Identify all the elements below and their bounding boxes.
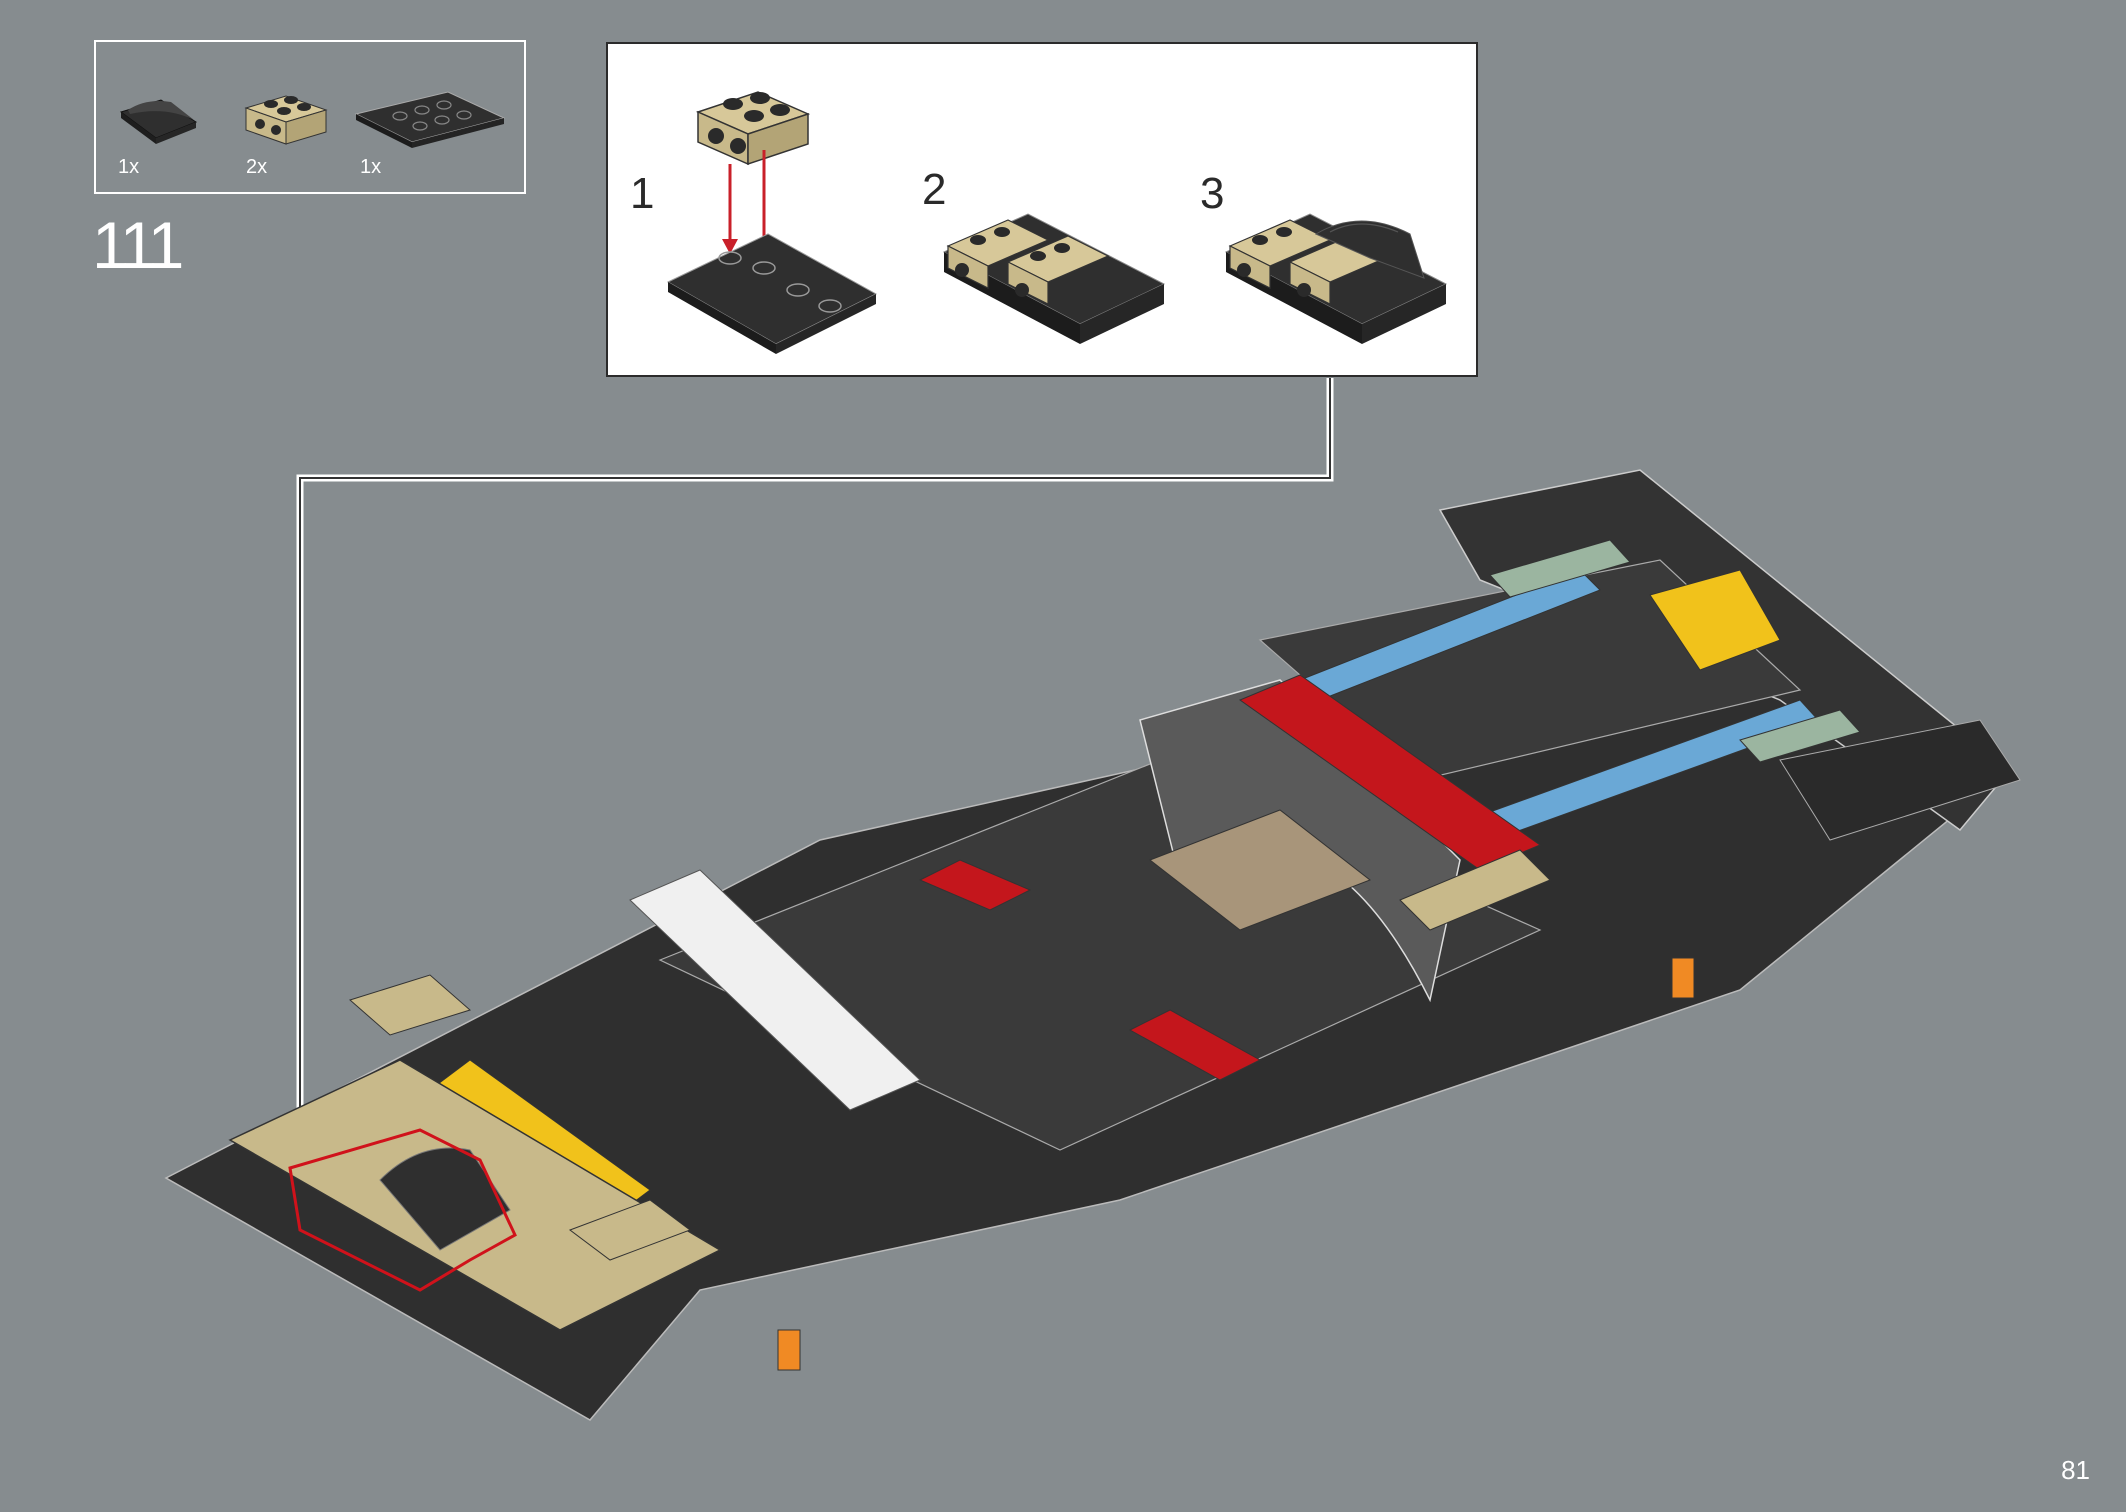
black-plate-2x4-icon [354, 91, 506, 148]
parts-list-box: 1x 2x 1x [94, 40, 526, 194]
substep-1-illustration [666, 91, 878, 354]
tan-side-stud-plate-icon [244, 95, 328, 145]
substep-3-illustration [1224, 213, 1448, 344]
part-qty-black-plate: 1x [360, 156, 382, 178]
black-curved-slope-icon [119, 99, 198, 144]
page-number: 81 [2061, 1455, 2090, 1485]
part-qty-curved-slope: 1x [118, 156, 140, 178]
substep-label-2: 2 [922, 165, 947, 214]
step-number: 111 [92, 208, 184, 282]
substep-callout-box: 1 2 3 [606, 42, 1478, 377]
substep-label-1: 1 [630, 169, 655, 218]
substep-label-3: 3 [1200, 169, 1225, 218]
part-qty-tan-plate: 2x [246, 156, 268, 178]
substep-2-illustration [942, 213, 1166, 344]
